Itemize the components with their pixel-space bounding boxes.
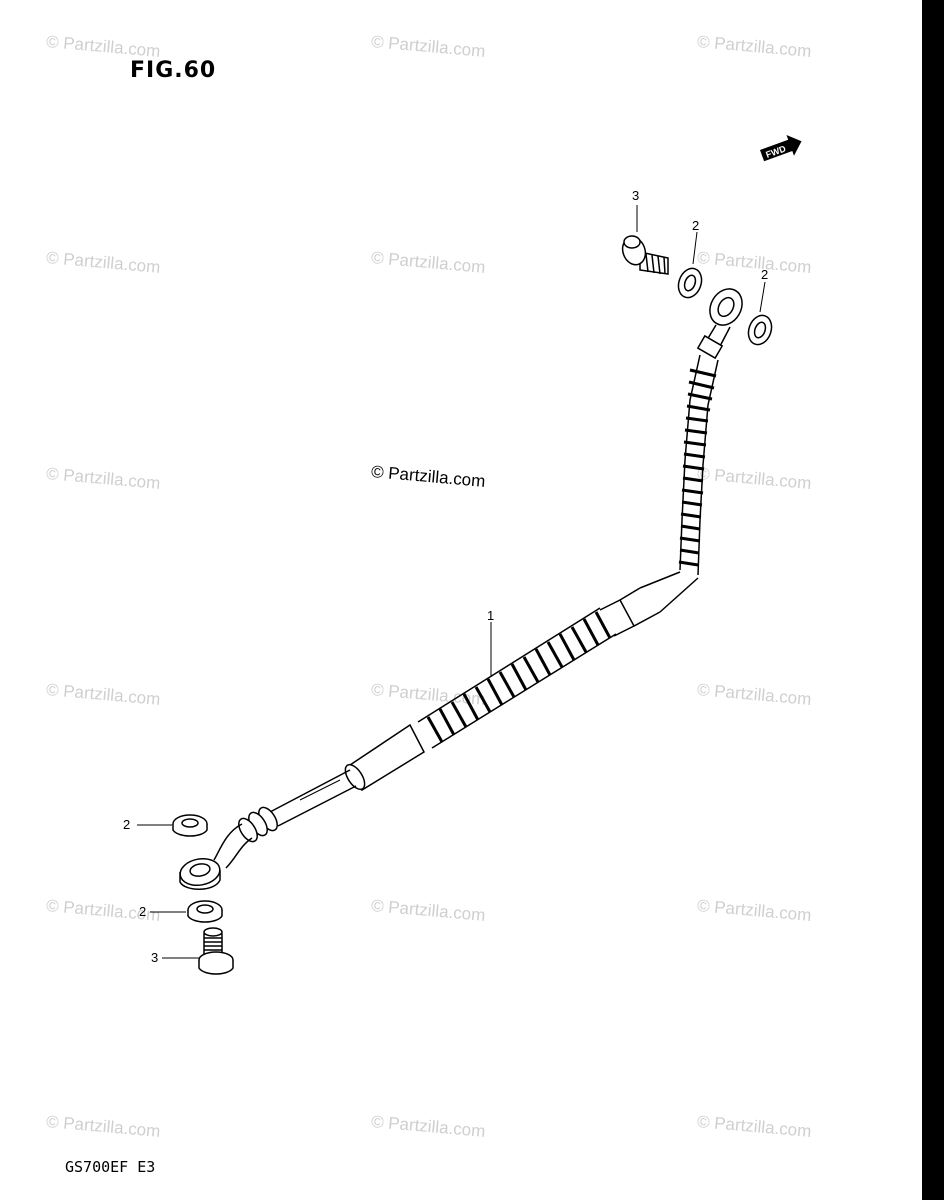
- model-code: GS700EF E3: [65, 1158, 156, 1176]
- washer-bottom-2: [187, 900, 223, 923]
- banjo-bolt-top: [621, 235, 669, 275]
- banjo-bolt-bottom: [198, 927, 234, 975]
- callout-washer-top-1: 2: [692, 218, 699, 233]
- figure-title: FIG.60: [130, 58, 217, 83]
- washer-bottom-1: [172, 814, 208, 837]
- callout-washer-bottom-2: 2: [139, 904, 146, 919]
- washer-top-1: [677, 267, 703, 299]
- callout-bolt-bottom: 3: [151, 950, 158, 965]
- leader-lines: [137, 205, 766, 959]
- callout-bolt-top: 3: [632, 188, 639, 203]
- callout-hose: 1: [487, 608, 494, 623]
- washer-top-2: [747, 314, 773, 346]
- page-edge-bar: [922, 0, 944, 1200]
- callout-washer-top-2: 2: [761, 267, 768, 282]
- fwd-arrow-icon: FWD: [760, 135, 802, 162]
- fwd-label: FWD: [764, 143, 787, 160]
- callout-washer-bottom-1: 2: [123, 817, 130, 832]
- brake-hose: [179, 288, 743, 890]
